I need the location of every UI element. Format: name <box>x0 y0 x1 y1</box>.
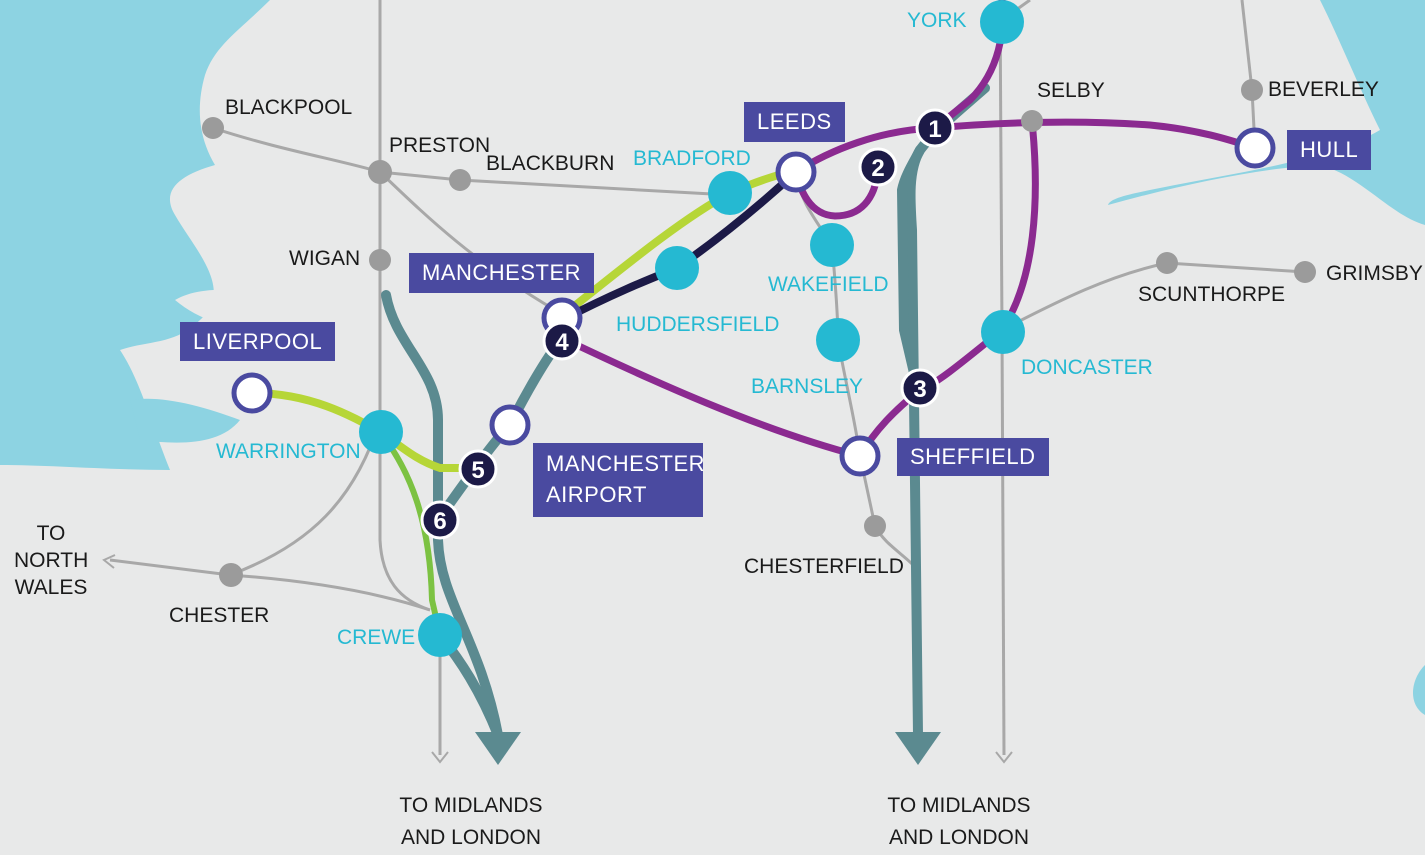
crewe-station <box>418 613 462 657</box>
beverley-label: BEVERLEY <box>1268 78 1379 101</box>
junction-label-1: 1 <box>928 116 941 143</box>
sheffield-station <box>839 435 881 477</box>
liverpool-station <box>231 372 273 414</box>
crewe-label: CREWE <box>337 626 416 649</box>
york-label: YORK <box>907 9 967 32</box>
junction-label-5: 5 <box>471 457 484 484</box>
to-north-wales-line1: TO <box>36 522 66 545</box>
manchester-airport-station <box>489 404 531 446</box>
huddersfield-label: HUDDERSFIELD <box>616 313 780 336</box>
huddersfield-station <box>655 246 699 290</box>
grimsby-label: GRIMSBY <box>1326 262 1423 285</box>
to-north-wales-label: TO NORTH WALES <box>14 520 88 601</box>
east-sea-corner <box>1412 665 1425 715</box>
arrow-east-midlands <box>895 732 941 765</box>
leeds-station <box>775 151 817 193</box>
minor-stations <box>202 79 1316 587</box>
manchester-airport-label-line1: MANCHESTER <box>546 451 706 477</box>
to-north-wales-line3: WALES <box>14 576 88 599</box>
selby-station <box>1021 110 1043 132</box>
leeds-label: LEEDS <box>744 102 845 142</box>
junction-marker-3: 3 <box>900 368 940 408</box>
scunthorpe-station <box>1156 252 1178 274</box>
irish-sea <box>0 0 270 470</box>
junction-label-6: 6 <box>433 508 446 535</box>
chesterfield-station <box>864 515 886 537</box>
to-north-wales-line2: NORTH <box>14 549 89 572</box>
sheffield-label: SHEFFIELD <box>897 438 1049 476</box>
chester-label: CHESTER <box>169 604 270 627</box>
junction-marker-6: 6 <box>420 500 460 540</box>
arrow-west-midlands <box>475 732 521 765</box>
blackburn-station <box>449 169 471 191</box>
sea-inlet <box>175 289 305 330</box>
to-midlands-west-label: TO MIDLANDS AND LONDON <box>398 790 544 854</box>
junction-marker-5: 5 <box>458 449 498 489</box>
junction-markers: 1 2 3 4 5 6 <box>420 108 955 540</box>
hub-stations <box>359 0 1025 657</box>
grimsby-station <box>1294 261 1316 283</box>
warrington-station <box>359 410 403 454</box>
wigan-label: WIGAN <box>289 247 361 270</box>
barnsley-label: BARNSLEY <box>751 375 864 398</box>
manchester-label: MANCHESTER <box>409 253 595 293</box>
junction-label-3: 3 <box>913 376 926 403</box>
hull-label: HULL <box>1287 130 1372 170</box>
bradford-station <box>708 171 752 215</box>
barnsley-station <box>816 318 860 362</box>
to-midlands-west-line2: AND LONDON <box>400 826 542 849</box>
chester-station <box>219 563 243 587</box>
scunthorpe-label: SCUNTHORPE <box>1138 283 1286 306</box>
bradford-label: BRADFORD <box>633 147 751 170</box>
sea-inlet-lower <box>130 398 240 443</box>
to-midlands-west-line1: TO MIDLANDS <box>399 794 543 817</box>
manchester-airport-label-line2: AIRPORT <box>546 482 647 507</box>
selby-label: SELBY <box>1037 79 1105 102</box>
chesterfield-label: CHESTERFIELD <box>744 555 904 578</box>
to-midlands-east-line1: TO MIDLANDS <box>887 794 1031 817</box>
liverpool-label: LIVERPOOL <box>180 322 336 361</box>
purple-lines <box>558 0 1259 460</box>
preston-station <box>368 160 392 184</box>
junction-label-2: 2 <box>871 155 884 182</box>
junction-label-4: 4 <box>555 329 569 356</box>
junction-marker-2: 2 <box>858 147 898 187</box>
navy-line <box>558 168 800 324</box>
warrington-label: WARRINGTON <box>216 440 361 463</box>
blackburn-label: BLACKBURN <box>486 152 615 175</box>
blackpool-station <box>202 117 224 139</box>
junction-marker-1: 1 <box>915 108 955 148</box>
to-midlands-east-line2: AND LONDON <box>888 826 1030 849</box>
junction-marker-4: 4 <box>542 321 582 361</box>
doncaster-station <box>981 310 1025 354</box>
wakefield-label: WAKEFIELD <box>768 273 889 296</box>
preston-label: PRESTON <box>389 134 491 157</box>
humber-estuary <box>1108 0 1425 225</box>
york-station <box>980 0 1024 44</box>
manchester-airport-label: MANCHESTER AIRPORT <box>533 443 706 517</box>
to-midlands-east-label: TO MIDLANDS AND LONDON <box>886 790 1032 854</box>
grey-arrows <box>102 554 1013 764</box>
beverley-station <box>1241 79 1263 101</box>
doncaster-label: DONCASTER <box>1021 356 1153 379</box>
wigan-station <box>369 249 391 271</box>
hull-station <box>1234 127 1276 169</box>
wakefield-station <box>810 223 854 267</box>
blackpool-label: BLACKPOOL <box>225 96 353 119</box>
